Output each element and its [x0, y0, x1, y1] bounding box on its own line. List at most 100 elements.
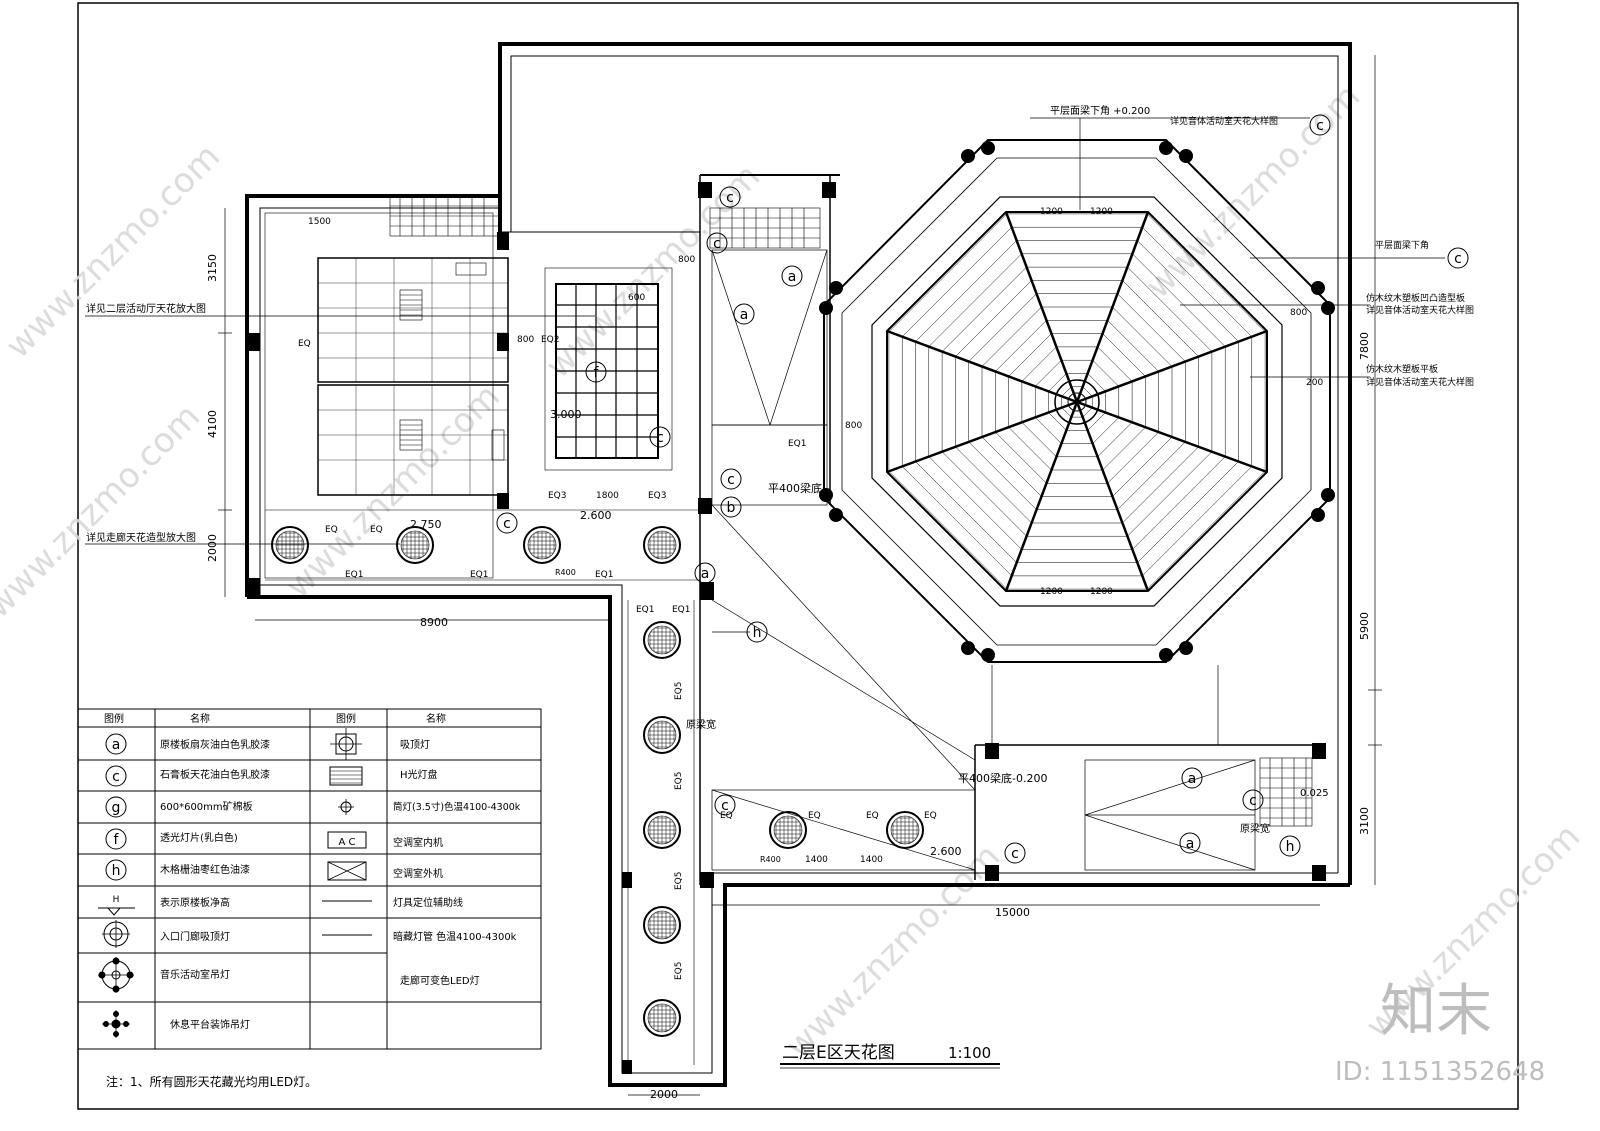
svg-text:a: a: [112, 737, 121, 753]
legend-left-name-1: 石膏板天花油白色乳胶漆: [160, 768, 270, 781]
brand-logo-text: 知末: [1380, 979, 1492, 1044]
room-mark-letter: c: [1249, 793, 1257, 809]
legend-left-name-7: 音乐活动室吊灯: [160, 968, 230, 981]
drawing-scale: 1:100: [948, 1044, 991, 1062]
svg-text:h: h: [112, 863, 121, 879]
brand-id: ID: 1151352648: [1335, 1057, 1545, 1087]
room-mark-letter: a: [740, 307, 749, 323]
dim-3150: 3150: [206, 254, 219, 282]
dim-1400-a: 1400: [805, 855, 828, 865]
annotation-texts: 详见二层活动厅天花放大图 详见走廊天花造型放大图 平层面梁下角 +0.200 详…: [86, 104, 1474, 1101]
legend-symbol-a: a: [105, 733, 127, 755]
dim-r400-b: R400: [760, 855, 781, 864]
dim-eq5-b: EQ5: [674, 772, 684, 791]
room-mark-letter: c: [1011, 846, 1019, 862]
room-mark-letter: h: [753, 625, 762, 641]
room-mark-f: f: [585, 361, 607, 383]
dim-r400-a: R400: [555, 568, 576, 577]
drawing-title: 二层E区天花图: [782, 1043, 895, 1063]
building-walls: [245, 42, 1352, 1087]
dim-200-oct: 200: [1306, 378, 1323, 388]
round-light: [643, 716, 681, 754]
room-mark-letter: b: [727, 500, 736, 516]
legend-texts: 图例 名称 图例 名称 原楼板扇灰油白色乳胶漆 石膏板天花油白色乳胶漆 600*…: [104, 712, 521, 1031]
legend-left-name-2: 600*600mm矿棉板: [160, 800, 253, 813]
octagon-corner-light: [961, 149, 975, 163]
dim-eq1-a: EQ1: [345, 570, 364, 580]
dim-7800: 7800: [1358, 332, 1371, 360]
dim-1400-b: 1400: [860, 855, 883, 865]
octagon-slat-segment: [886, 213, 1078, 404]
dim-eq5-d: EQ5: [674, 962, 684, 981]
level-3000: 3.000: [550, 408, 582, 421]
octagon-corner-light: [1321, 301, 1335, 315]
callout-music-room-top: 详见音体活动室天花大样图: [1170, 115, 1278, 127]
svg-text:g: g: [112, 800, 121, 816]
legend-right-name-1: H光灯盘: [400, 768, 438, 781]
octagon-corner-light: [981, 648, 995, 662]
dimension-lines: [218, 55, 1382, 1096]
legend-header-symbol-2: 图例: [336, 712, 356, 725]
round-light: [769, 811, 807, 849]
octagon-corner-light: [1311, 281, 1325, 295]
legend-right-name-0: 吸顶灯: [400, 739, 430, 751]
octagon-corner-light: [829, 508, 843, 522]
level-2600b: 2.600: [930, 845, 962, 858]
ac-outdoor-icon: [327, 861, 367, 881]
level-2750: 2.750: [410, 518, 442, 531]
room-mark-h: h: [746, 621, 768, 643]
dim-eq1-d: EQ1: [788, 439, 807, 449]
dim-3100: 3100: [1358, 807, 1371, 835]
room-mark-h: h: [1279, 835, 1301, 857]
room-mark-letter: a: [1186, 836, 1195, 852]
room-mark-a: a: [1181, 767, 1203, 789]
luminous-panel-ceiling: [544, 267, 673, 471]
stair-ceiling: [711, 249, 1320, 880]
callout-wood-board-1b: 详见音体活动室天花大样图: [1366, 304, 1474, 316]
watermark-site-4: www.znzmo.com: [1138, 76, 1368, 306]
room-mark-c: c: [1242, 789, 1264, 811]
dim-eq1-f: EQ1: [672, 605, 691, 615]
dim-800-a: 800: [517, 335, 534, 345]
legend-left-name-0: 原楼板扇灰油白色乳胶漆: [160, 738, 270, 751]
octagon-corner-light: [829, 281, 843, 295]
dim-eq-e: EQ: [808, 811, 821, 821]
octagon-corner-light: [1159, 648, 1173, 662]
callout-wood-board-1: 仿木纹木塑板凹凸造型板: [1366, 292, 1465, 304]
room-mark-letter: c: [726, 190, 734, 206]
octagon-slat-segment: [1004, 211, 1148, 403]
legend-right-name-7: 走廊可变色LED灯: [400, 974, 480, 987]
level-2600: 2.600: [580, 509, 612, 522]
dim-eq-g: EQ: [924, 811, 937, 821]
corridor-ceiling: [265, 509, 700, 1065]
drawing-note: 注：1、所有圆形天花藏光均用LED灯。: [106, 1074, 317, 1089]
dim-eq-f: EQ: [866, 811, 879, 821]
level-beam-corner-right: 平层面梁下角: [1375, 239, 1429, 251]
callout-wood-board-2: 仿木纹木塑板平板: [1366, 363, 1438, 375]
callout-wood-board-2b: 详见音体活动室天花大样图: [1366, 376, 1474, 388]
room-mark-letter: c: [656, 430, 664, 446]
room-mark-letter: a: [788, 269, 797, 285]
legend-symbol-f: f: [105, 828, 127, 850]
room-mark-letter: h: [1286, 839, 1295, 855]
octagon-corner-light: [1311, 508, 1325, 522]
callout-activity-hall: 详见二层活动厅天花放大图: [86, 302, 206, 315]
octagon-corner-light: [1179, 149, 1193, 163]
room-mark-letter: a: [701, 566, 710, 582]
original-beam-label: 原梁宽: [686, 718, 716, 731]
round-ceiling-lights: [271, 526, 924, 1037]
dim-eq1-b: EQ1: [470, 570, 489, 580]
octagon-slat-segment: [1076, 329, 1268, 472]
round-light: [643, 526, 681, 564]
rest-platform-pendant-icon: [102, 1010, 130, 1038]
legend-symbol-height: [98, 907, 135, 916]
dim-4100: 4100: [206, 410, 219, 438]
structural-columns: [247, 182, 1326, 1074]
dim-eq1-c: EQ1: [595, 570, 614, 580]
room-mark-a: a: [694, 562, 716, 584]
round-light: [523, 526, 561, 564]
octagon-corner-light: [819, 301, 833, 315]
octagon-slat-segment: [1006, 401, 1150, 592]
legend-symbol-g: g: [105, 796, 127, 818]
